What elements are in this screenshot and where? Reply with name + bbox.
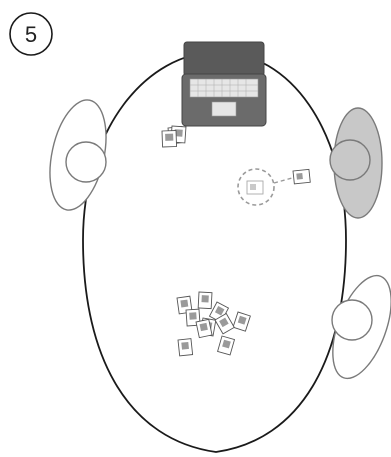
card: [162, 131, 177, 147]
touchpad: [212, 102, 236, 116]
card: [196, 319, 212, 337]
card: [233, 312, 250, 331]
card: [178, 339, 193, 356]
person-left: [41, 95, 115, 215]
card: [198, 292, 212, 309]
step-number: 5: [25, 22, 37, 47]
person-bottom-right: [321, 268, 391, 386]
card: [293, 169, 310, 184]
small-card-stack-top: [162, 126, 186, 147]
card: [247, 181, 263, 194]
connector-line: [274, 178, 292, 183]
step-badge: 5: [10, 13, 52, 55]
laptop-icon[interactable]: [182, 42, 266, 126]
keyboard: [190, 79, 258, 97]
selected-card-pair: [238, 169, 310, 205]
card: [218, 336, 235, 355]
person-right-highlighted: [330, 108, 382, 218]
scattered-card-pile: [177, 292, 250, 356]
